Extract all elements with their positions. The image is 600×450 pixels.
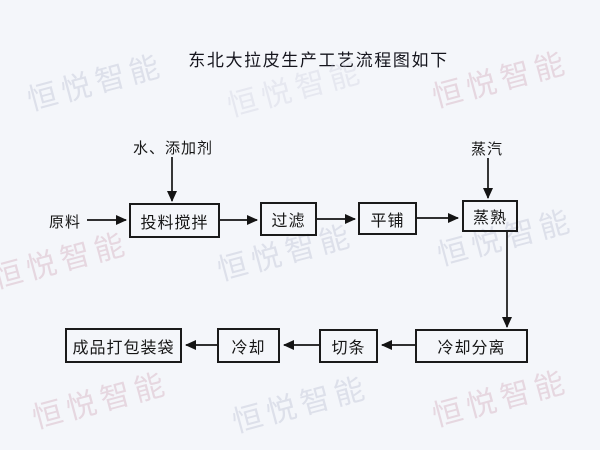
node-packing-bagging: 成品打包装袋 — [65, 328, 182, 363]
node-cooling-separation: 冷却分离 — [415, 329, 528, 363]
node-flat-spreading: 平铺 — [358, 202, 417, 235]
label-water-additives: 水、添加剂 — [132, 141, 213, 157]
label-steam: 蒸汽 — [470, 142, 503, 158]
node-feed-mixing: 投料搅拌 — [129, 203, 220, 238]
page-title: 东北大拉皮生产工艺流程图如下 — [188, 51, 449, 70]
node-filtering: 过滤 — [260, 202, 317, 236]
node-strip-cutting: 切条 — [319, 329, 378, 363]
node-steaming: 蒸熟 — [462, 200, 518, 232]
node-cooling: 冷却 — [217, 328, 280, 363]
label-raw-material: 原料 — [48, 215, 81, 231]
